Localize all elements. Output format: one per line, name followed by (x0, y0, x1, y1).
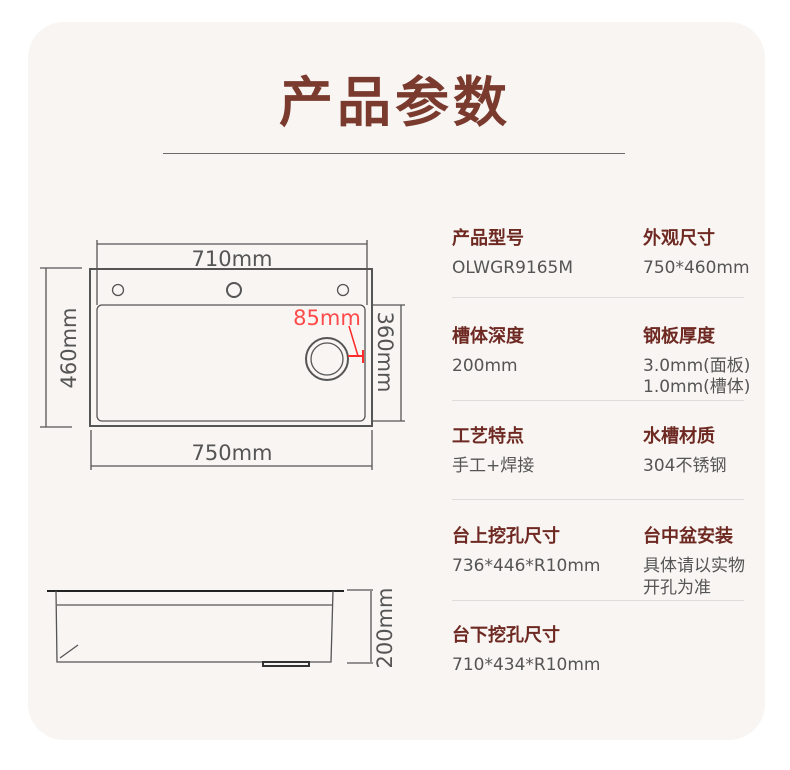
spec-value: 710*434*R10mm (452, 655, 601, 675)
spec-label: 台上挖孔尺寸 (452, 526, 560, 547)
row-divider (452, 600, 744, 601)
spec-value: 200mm (452, 356, 518, 376)
spec-label: 台下挖孔尺寸 (452, 625, 560, 646)
spec-label: 工艺特点 (452, 426, 524, 447)
spec-value: 736*446*R10mm (452, 556, 601, 576)
row-divider (452, 499, 744, 500)
dim-460: 460mm (57, 308, 81, 389)
spec-value: 开孔为准 (643, 578, 711, 598)
spec-label: 产品型号 (452, 228, 524, 249)
spec-value: 3.0mm(面板) (643, 356, 751, 376)
dim-710: 710mm (192, 247, 273, 271)
dim-85: 85mm (293, 306, 361, 330)
spec-value: 750*460mm (643, 258, 750, 278)
spec-label: 台中盆安装 (643, 526, 733, 547)
spec-value: 手工+焊接 (452, 456, 535, 476)
sink-outline (89, 268, 373, 427)
spec-label: 槽体深度 (452, 326, 524, 347)
row-divider (452, 297, 744, 298)
tap-hole-center (226, 282, 242, 298)
row-divider (452, 400, 744, 401)
tap-hole-right (336, 283, 350, 297)
divider (163, 153, 625, 154)
spec-value: OLWGR9165M (452, 258, 574, 278)
spec-label: 水槽材质 (643, 426, 715, 447)
drain-inner (310, 342, 344, 376)
basin-outline (96, 304, 366, 422)
tap-hole-left (111, 283, 125, 297)
spec-value: 304不锈钢 (643, 456, 727, 476)
dim-360: 360mm (373, 312, 397, 393)
dim-200: 200mm (373, 588, 397, 669)
dim-750: 750mm (192, 441, 273, 465)
spec-label: 外观尺寸 (643, 228, 715, 249)
spec-value: 1.0mm(槽体) (643, 377, 751, 397)
drain (305, 337, 349, 381)
card (28, 22, 765, 740)
spec-label: 钢板厚度 (643, 326, 715, 347)
page-title: 产品参数 (279, 71, 511, 134)
spec-value: 具体请以实物 (643, 556, 745, 576)
